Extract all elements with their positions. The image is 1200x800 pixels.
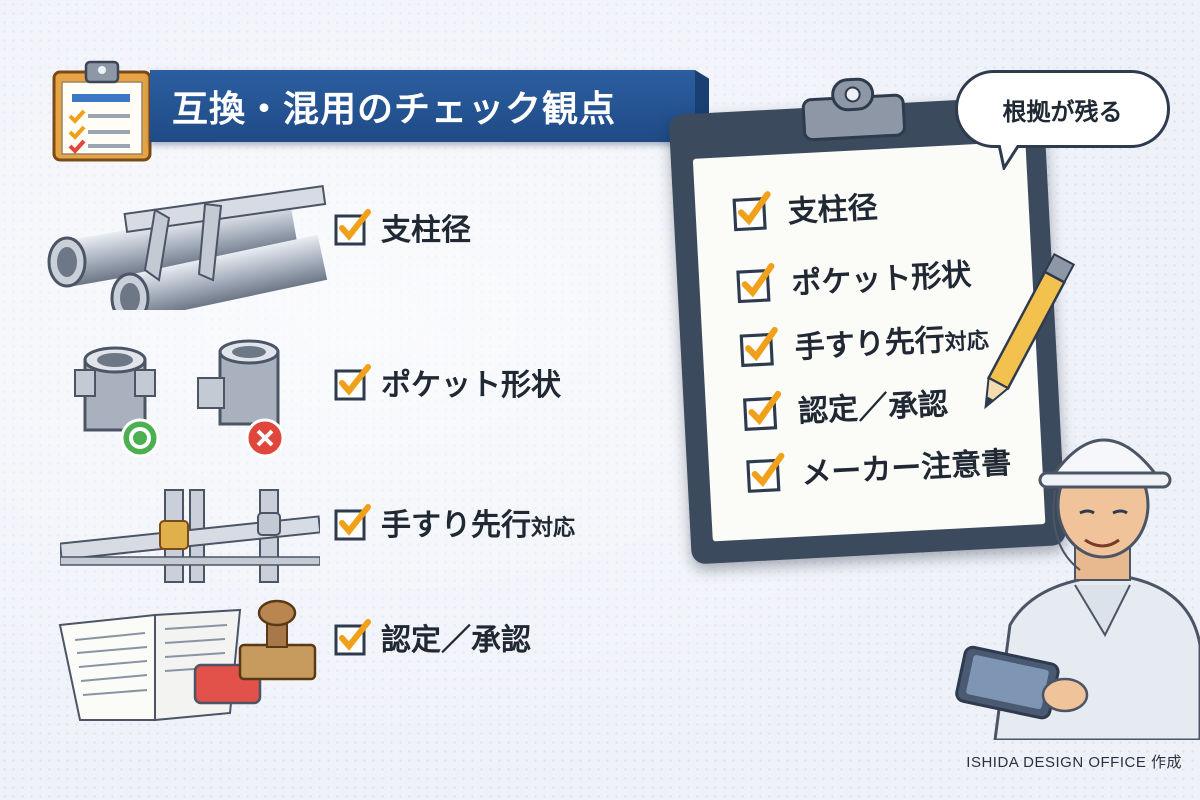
- check-item-pillar-diameter: 支柱径: [333, 205, 471, 249]
- check-item-label: 認定／承認: [381, 623, 531, 658]
- pocket-shape-illustration: [74, 339, 285, 458]
- checkbox-checked-icon: [732, 191, 771, 232]
- clipboard-item: 支柱径: [730, 182, 879, 234]
- speech-bubble: 根拠が残る: [955, 70, 1170, 148]
- clipboard-item-label: 認定／承認: [797, 386, 949, 430]
- speech-bubble-tail: [996, 140, 1024, 170]
- check-item-suffix: 対応: [531, 516, 576, 541]
- ok-icon: [120, 418, 160, 458]
- clipboard-item: ポケット形状: [734, 250, 972, 306]
- clipboard-item: メーカー注意書: [744, 438, 1012, 496]
- check-item-label: 手すり先行対応: [381, 508, 576, 543]
- check-item-label: ポケット形状: [381, 368, 561, 403]
- clipboard-item: 手すり先行対応: [738, 313, 990, 370]
- clipboard-clip-icon: [801, 77, 906, 142]
- clipboard-item-label: ポケット形状: [790, 257, 973, 302]
- checkbox-checked-icon: [736, 263, 775, 304]
- clipboard-item-label: 支柱径: [786, 190, 879, 230]
- check-item-pocket-shape: ポケット形状: [333, 360, 561, 404]
- checkbox-checked-icon: [746, 452, 785, 493]
- page-title: 互換・混用のチェック観点: [172, 89, 617, 130]
- worker-with-tablet-illustration: [955, 438, 1200, 740]
- credit-text: ISHIDA DESIGN OFFICE 作成: [966, 754, 1182, 771]
- pencil-icon: [984, 252, 1075, 410]
- clipboard-item: 認定／承認: [741, 379, 949, 434]
- clipboard-icon: [52, 60, 152, 162]
- checkbox-checked-icon: [334, 504, 371, 541]
- checkbox-checked-icon: [742, 390, 782, 431]
- clipboard: 支柱径 ポケット形状 手すり先行対応 認定／承認 メーカー注意書: [668, 77, 1067, 565]
- pipes-caliper-illustration: [47, 185, 328, 310]
- checkbox-checked-icon: [334, 364, 371, 401]
- document-stamp-illustration: [58, 599, 317, 722]
- check-item-handrail: 手すり先行対応: [333, 500, 575, 544]
- check-item-certification: 認定／承認: [333, 615, 531, 659]
- handrail-illustration: [60, 489, 320, 583]
- check-item-label: 支柱径: [381, 213, 471, 248]
- checkbox-checked-icon: [334, 619, 371, 656]
- checkbox-checked-icon: [334, 209, 371, 246]
- checkbox-checked-icon: [739, 326, 778, 368]
- title-banner: 互換・混用のチェック観点: [150, 70, 695, 142]
